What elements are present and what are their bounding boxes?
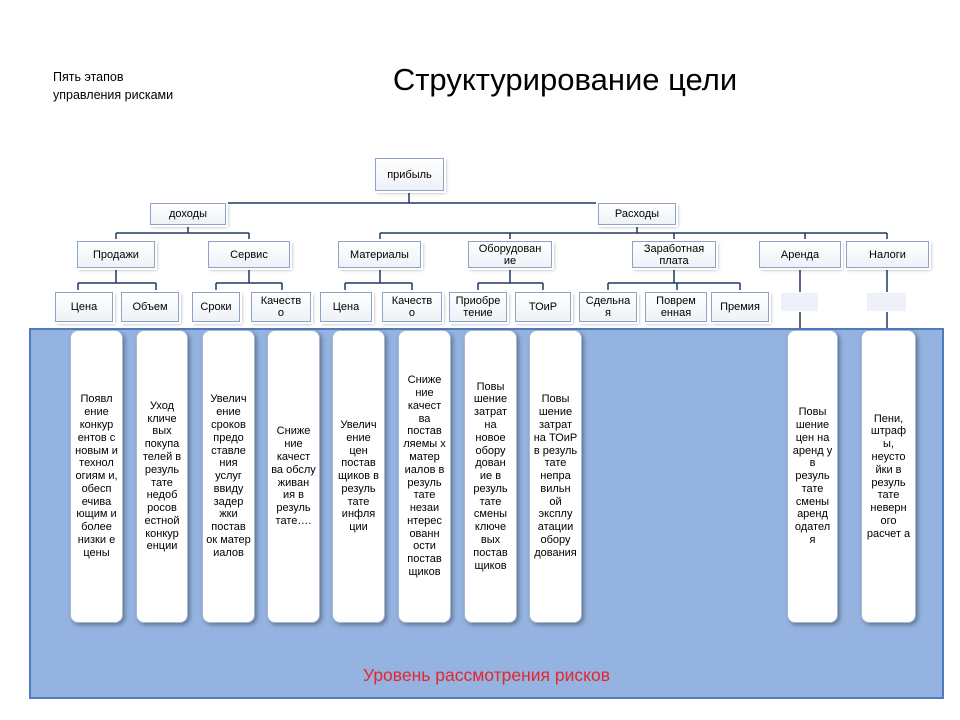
node-profit-label: прибыль: [387, 168, 432, 181]
page-title: Структурирование цели: [392, 62, 738, 97]
node-wages-label: Заработная плата: [644, 243, 704, 267]
risk-card-material-quality-text: Сниже ние качест ва постав ляемы х матер…: [403, 374, 446, 579]
risk-card-material-price-text: Увелич ение цен постав щиков в резуль та…: [338, 418, 379, 534]
risk-card-price-text: Появл ение конкур ентов с новым и технол…: [75, 393, 118, 559]
node-service-quality-line-2: о: [277, 307, 285, 319]
risk-card-acquisition-text: Повы шение затрат на новое обору дован и…: [473, 380, 508, 572]
node-rent-placeholder: [780, 292, 819, 312]
node-equipment-line-2: ие: [503, 254, 517, 267]
node-sales: Продажи: [75, 239, 157, 270]
node-service-quality-label: Качеств о: [261, 295, 302, 319]
risk-card-rent-text: Повы шение цен на аренд у в резуль тате …: [792, 406, 833, 547]
node-volume: Объем: [119, 290, 181, 324]
node-bonus: Премия: [709, 290, 771, 324]
node-price: Цена: [53, 290, 115, 324]
node-terms: Сроки: [190, 290, 242, 324]
node-material-price-label: Цена: [332, 301, 360, 313]
connector-expenses-level2: [379, 224, 888, 242]
risk-card-toir-text: Повы шение затрат на ТОиР в резуль тате …: [533, 393, 578, 559]
connector-income-level2: [115, 224, 250, 242]
connector-equipment-level3: [477, 268, 544, 292]
node-expenses-label: Расходы: [614, 208, 660, 220]
node-material-price: Цена: [318, 290, 374, 324]
node-material-quality-line-2: о: [408, 307, 416, 319]
node-service-quality-line-1: Качеств: [260, 295, 302, 307]
risk-card-toir: Повы шение затрат на ТОиР в резуль тате …: [529, 330, 582, 623]
node-timebased: Поврем енная: [643, 290, 709, 324]
node-taxes-label: Налоги: [869, 248, 906, 261]
connector-root-level1: [187, 191, 638, 214]
risk-card-material-quality: Сниже ние качест ва постав ляемы х матер…: [398, 330, 451, 623]
node-material-quality-line-1: Качеств: [391, 295, 433, 307]
node-equipment-label: Оборудован ие: [479, 243, 542, 267]
node-volume-label: Объем: [132, 301, 168, 313]
node-acquisition-line-1: Приобре: [455, 295, 501, 307]
risk-card-service-quality: Сниже ние качест ва обслу живан ия в рез…: [267, 330, 320, 623]
node-rent: Аренда: [757, 239, 843, 270]
node-taxes: Налоги: [844, 239, 931, 270]
node-equipment: Оборудован ие: [466, 239, 554, 270]
connector-service-level3: [215, 268, 283, 292]
node-acquisition: Приобре тение: [447, 290, 509, 324]
risk-level-label: Уровень рассмотрения рисков: [362, 665, 611, 685]
node-taxes-placeholder: [866, 292, 907, 312]
node-piecework-label: Сдельна я: [586, 295, 630, 319]
risk-card-volume-text: Уход кличе вых покупа телей в резуль тат…: [142, 399, 182, 553]
node-timebased-label: Поврем енная: [656, 295, 696, 319]
risk-card-taxes-text: Пени, штраф ы, неусто йки в резуль тате …: [866, 412, 911, 540]
risk-card-terms: Увелич ение сроков предо ставле ния услу…: [202, 330, 255, 623]
subtitle-line-2: управления рисками: [53, 88, 174, 102]
risk-card-material-price: Увелич ение цен постав щиков в резуль та…: [332, 330, 385, 623]
connector-materials-level3: [344, 268, 413, 292]
connector-wages-level3: [607, 268, 741, 292]
risk-card-terms-text: Увелич ение сроков предо ставле ния услу…: [206, 393, 251, 559]
risk-card-price: Появл ение конкур ентов с новым и технол…: [70, 330, 123, 623]
node-material-quality: Качеств о: [380, 290, 444, 324]
node-wages-line-1: Заработная: [643, 242, 705, 255]
node-timebased-line-2: енная: [660, 307, 692, 319]
connector-sales-level3: [77, 268, 157, 292]
node-service-label: Сервис: [230, 248, 268, 261]
subtitle-line-1: Пять этапов: [53, 70, 124, 84]
node-acquisition-label: Приобре тение: [456, 295, 501, 319]
node-acquisition-line-2: тение: [463, 307, 493, 319]
node-wages: Заработная плата: [630, 239, 718, 270]
node-material-quality-label: Качеств о: [392, 295, 433, 319]
risk-card-acquisition: Повы шение затрат на новое обору дован и…: [464, 330, 517, 623]
node-materials: Материалы: [336, 239, 423, 270]
risk-card-volume: Уход кличе вых покупа телей в резуль тат…: [136, 330, 188, 623]
node-income-label: доходы: [169, 208, 207, 220]
risk-card-rent: Повы шение цен на аренд у в резуль тате …: [787, 330, 838, 623]
node-terms-label: Сроки: [200, 301, 232, 313]
node-timebased-line-1: Поврем: [656, 295, 696, 307]
node-piecework: Сдельна я: [577, 290, 639, 324]
node-price-label: Цена: [70, 301, 98, 313]
node-service-quality: Качеств о: [249, 290, 313, 324]
node-expenses: Расходы: [596, 201, 678, 227]
node-sales-label: Продажи: [93, 248, 139, 261]
node-equipment-line-1: Оборудован: [478, 242, 542, 255]
node-income: доходы: [148, 201, 228, 227]
node-piecework-line-2: я: [605, 307, 611, 319]
node-toir-label: ТОиР: [528, 301, 558, 313]
node-materials-label: Материалы: [350, 248, 409, 261]
risk-card-taxes: Пени, штраф ы, неусто йки в резуль тате …: [861, 330, 916, 623]
node-piecework-line-1: Сдельна: [585, 295, 631, 307]
risk-card-service-quality-text: Сниже ние качест ва обслу живан ия в рез…: [271, 425, 316, 527]
node-service: Сервис: [206, 239, 292, 270]
node-rent-label: Аренда: [780, 248, 820, 261]
node-profit: прибыль: [373, 156, 446, 193]
node-bonus-label: Премия: [720, 301, 760, 313]
node-toir: ТОиР: [513, 290, 573, 324]
subtitle: Пять этапов управления рисками: [53, 68, 253, 104]
node-wages-line-2: плата: [659, 254, 689, 267]
